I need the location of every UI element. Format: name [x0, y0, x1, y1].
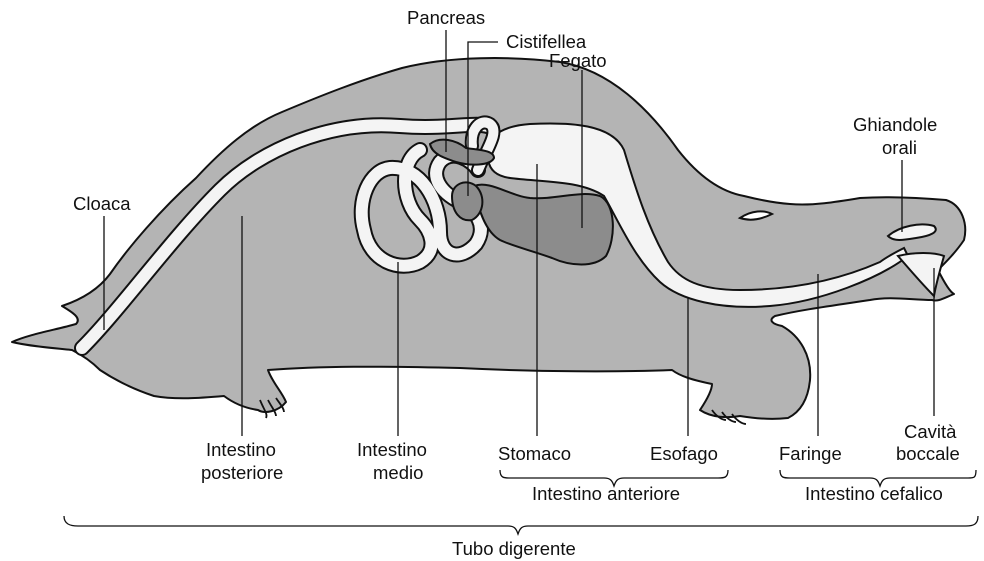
gallbladder-shape — [452, 182, 482, 220]
label-intestino-posteriore-1: Intestino — [206, 439, 276, 460]
label-faringe: Faringe — [779, 443, 842, 464]
label-intestino-posteriore-2: posteriore — [201, 462, 283, 483]
label-fegato: Fegato — [549, 50, 607, 71]
label-intestino-anteriore: Intestino anteriore — [532, 483, 680, 504]
label-esofago: Esofago — [650, 443, 718, 464]
label-intestino-cefalico: Intestino cefalico — [805, 483, 943, 504]
label-ghiandole-orali-2: orali — [882, 137, 917, 158]
brace-tubo-digerente — [64, 516, 978, 534]
label-cistifellea: Cistifellea — [506, 31, 587, 52]
label-cavita-boccale-2: boccale — [896, 443, 960, 464]
label-intestino-medio-1: Intestino — [357, 439, 427, 460]
label-stomaco: Stomaco — [498, 443, 571, 464]
label-cavita-boccale-1: Cavità — [904, 421, 957, 442]
turtle-body — [12, 58, 965, 424]
label-ghiandole-orali-1: Ghiandole — [853, 114, 937, 135]
label-intestino-medio-2: medio — [373, 462, 423, 483]
label-pancreas: Pancreas — [407, 7, 485, 28]
label-tubo-digerente: Tubo digerente — [452, 538, 576, 559]
turtle-silhouette — [12, 58, 965, 419]
label-cloaca: Cloaca — [73, 193, 131, 214]
